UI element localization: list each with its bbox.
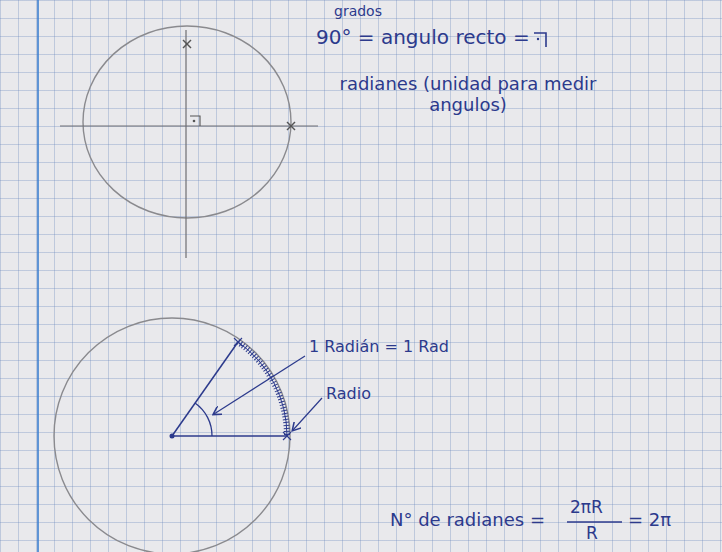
- radius-line: [172, 435, 287, 437]
- leader-arrow: [293, 398, 322, 430]
- formula-denominator: R: [586, 524, 598, 544]
- formula-text: N° de radianes =: [390, 510, 545, 531]
- radius-line: [172, 342, 238, 436]
- angle-arc: [195, 403, 212, 436]
- cross-mark: [183, 40, 295, 130]
- formula-result: = 2π: [628, 510, 671, 531]
- right-angle-symbol: [534, 33, 546, 47]
- vertical-axis: [185, 30, 186, 258]
- fraction-bar: [567, 521, 622, 523]
- right-angle-mark: [190, 116, 200, 126]
- hatched-arc: [238, 342, 287, 436]
- definition-text: radianes (unidad para medir angulos): [318, 74, 618, 115]
- definition-text: 90° = angulo recto =: [316, 26, 530, 49]
- arc: [238, 342, 287, 436]
- margin-line: [37, 0, 39, 552]
- callout-label: Radio: [326, 385, 371, 403]
- horizontal-axis: [60, 125, 318, 126]
- callout-label: 1 Radián = 1 Rad: [309, 338, 449, 356]
- formula-numerator: 2πR: [570, 498, 603, 518]
- leader-arrow: [214, 356, 305, 414]
- cross-mark: [234, 338, 291, 440]
- pencil-circle: [83, 26, 291, 218]
- pencil-circle: [54, 318, 290, 552]
- unit-note: grados: [334, 3, 382, 19]
